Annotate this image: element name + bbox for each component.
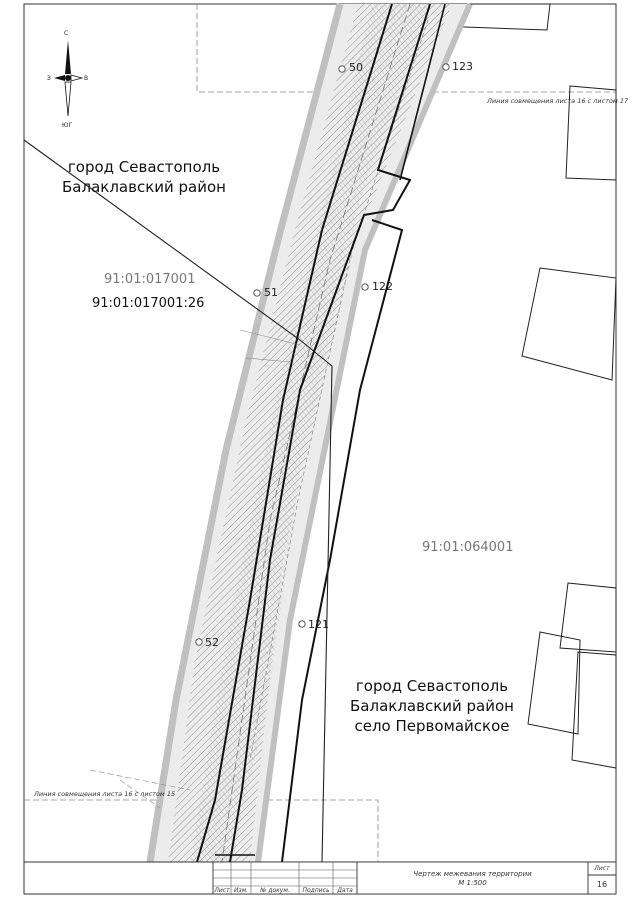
drawing-title: Чертеж межевания территории [413, 870, 532, 878]
match-zone-top [196, 4, 616, 93]
point-label-50: 50 [349, 61, 363, 74]
survey-point-122[interactable] [361, 283, 369, 291]
place-label-lower-right: город Севастополь Балаклавский район сел… [346, 676, 518, 736]
compass-south-label: ЮГ [62, 122, 73, 129]
trace-line [119, 779, 161, 809]
strip-edge-left [146, 3, 344, 863]
building [527, 631, 581, 735]
point-label-121: 121 [308, 618, 329, 631]
trace-line [245, 357, 291, 363]
boundary-line [281, 219, 404, 863]
trace-line [89, 769, 191, 791]
compass-west-label: З [47, 75, 51, 82]
survey-point-123[interactable] [442, 63, 450, 71]
village-name: село Первомайское [354, 717, 510, 735]
survey-point-50[interactable] [338, 65, 346, 73]
strip-edge-right [255, 2, 473, 863]
sheet-label: Лист [594, 865, 610, 872]
point-label-123: 123 [452, 60, 473, 73]
title-col-date: Дата [337, 887, 353, 894]
title-col-doc-number: № докум. [260, 887, 290, 894]
survey-point-52[interactable] [195, 638, 203, 646]
north-arrow-icon [65, 40, 71, 74]
match-line-note-bottom: Линия совмещения листа 16 с листом 15 [34, 790, 176, 798]
drawing-scale: М 1:500 [458, 879, 487, 887]
point-label-51: 51 [264, 286, 278, 299]
south-arrow-icon [64, 81, 72, 117]
compass-north-label: С [64, 30, 69, 37]
cadastral-quarter-right: 91:01:064001 [422, 540, 514, 555]
title-block [24, 861, 617, 895]
place-label-upper-left: город Севастополь Балаклавский район [58, 157, 230, 197]
point-label-122: 122 [372, 280, 393, 293]
survey-point-51[interactable] [253, 289, 261, 297]
cadastral-quarter-left: 91:01:017001 [104, 272, 196, 287]
trace-line [239, 329, 301, 346]
compass-east-label: В [84, 75, 89, 82]
district-name: Балаклавский район [62, 178, 226, 196]
boundary-line [229, 3, 431, 863]
building [571, 651, 617, 769]
district-line [23, 139, 333, 863]
title-col-change: Изм. [233, 887, 249, 894]
boundary-line [399, 3, 446, 181]
building [521, 267, 617, 381]
survey-point-121[interactable] [298, 620, 306, 628]
compass-rose [54, 40, 84, 117]
title-col-sheet: Лист [214, 887, 230, 894]
match-zone-bottom [24, 799, 379, 862]
west-arrow-icon [54, 75, 65, 81]
point-label-52: 52 [205, 636, 219, 649]
match-line-note-top: Линия совмещения листа 16 с листом 17 [487, 97, 629, 105]
title-col-signature: Подпись [302, 887, 330, 894]
city-name: город Севастополь [355, 677, 509, 695]
city-name: город Севастополь [67, 158, 221, 176]
building [559, 582, 617, 653]
cadastral-parcel-left: 91:01:017001:26 [92, 296, 205, 311]
sheet-number: 16 [596, 880, 608, 889]
building [565, 85, 617, 181]
east-arrow-icon [70, 74, 84, 82]
hatched-area-secondary [190, 4, 430, 862]
district-name: Балаклавский район [350, 697, 514, 715]
boundary-line [196, 3, 393, 863]
compass-center-icon [65, 75, 71, 81]
